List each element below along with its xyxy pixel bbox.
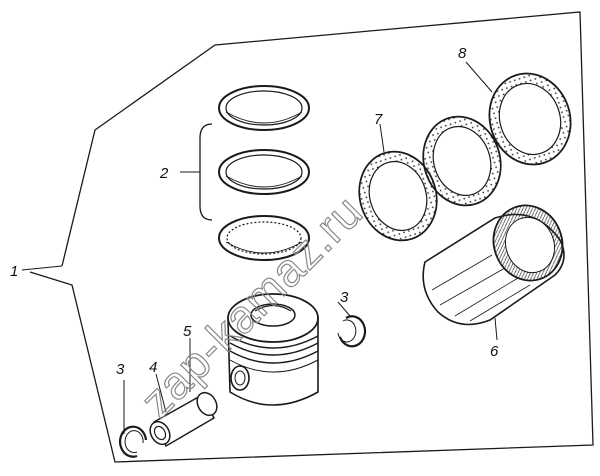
retaining-ring-right <box>338 315 367 348</box>
seal-rings-group <box>358 72 572 242</box>
cylinder-liner <box>422 204 565 326</box>
callout-3-right: 3 <box>340 289 349 306</box>
callout-8: 8 <box>458 45 467 62</box>
callout-5: 5 <box>183 323 192 340</box>
compression-rings-group <box>218 85 310 261</box>
bracket-2 <box>199 123 213 221</box>
leader-lines <box>21 61 498 434</box>
callout-2: 2 <box>159 165 169 182</box>
compression-ring-top <box>218 85 310 131</box>
callout-7: 7 <box>374 111 383 128</box>
retaining-ring-left <box>118 425 148 458</box>
callout-3-left: 3 <box>116 361 125 378</box>
callout-4: 4 <box>149 359 157 376</box>
piston-pin <box>149 391 218 448</box>
oil-ring <box>218 215 310 261</box>
piston <box>227 293 319 406</box>
callout-1: 1 <box>10 263 18 280</box>
kit-outline <box>29 11 594 463</box>
compression-ring-middle <box>218 149 310 195</box>
retaining-rings <box>118 315 367 458</box>
callout-6: 6 <box>490 343 499 360</box>
